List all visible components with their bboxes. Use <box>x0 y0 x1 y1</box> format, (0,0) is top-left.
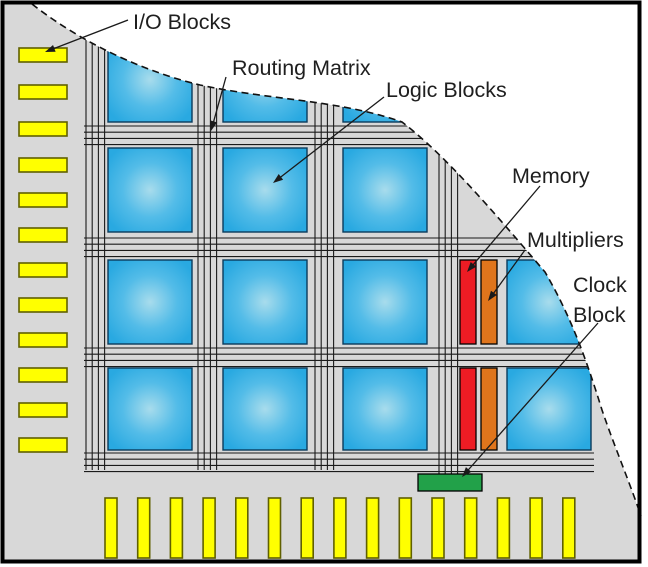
io-block-bottom <box>169 497 184 559</box>
io-block-bottom <box>431 497 445 559</box>
io-block-left <box>18 437 68 453</box>
memory-block <box>459 367 477 451</box>
logic-block <box>107 259 193 345</box>
io-block-left <box>18 121 68 137</box>
label-clock-line1: Clock <box>573 273 627 297</box>
logic-block <box>107 367 193 451</box>
arrow-line <box>212 76 227 124</box>
label-logic: Logic Blocks <box>386 78 507 102</box>
label-routing: Routing Matrix <box>232 56 371 80</box>
arrowhead <box>488 290 497 301</box>
arrow-line <box>471 185 541 267</box>
io-block-left <box>18 157 68 173</box>
logic-block <box>506 367 592 451</box>
label-clock-line2: Block <box>573 303 626 327</box>
arrowhead <box>45 45 56 52</box>
logic-arrow <box>273 96 385 183</box>
io-block-left <box>18 262 68 278</box>
label-memory: Memory <box>512 164 590 188</box>
io-block-bottom <box>267 497 282 559</box>
io-block-bottom <box>104 497 118 559</box>
arrow-line <box>492 249 526 295</box>
memory-block <box>459 259 477 345</box>
routing-arrow <box>210 76 227 131</box>
io-block-bottom <box>235 497 249 559</box>
io-block-bottom <box>398 497 413 559</box>
io-block-bottom <box>202 497 216 559</box>
io-block-bottom <box>300 497 315 559</box>
io-block-left <box>18 47 68 63</box>
clock-block <box>417 473 483 492</box>
io-block-left <box>18 332 68 348</box>
logic-block <box>222 367 308 451</box>
arrowhead <box>273 174 284 183</box>
io-block-left <box>18 402 68 418</box>
memory-arrow <box>467 185 541 272</box>
io-block-bottom <box>496 497 511 559</box>
logic-block <box>222 259 308 345</box>
io-block-bottom <box>136 497 151 559</box>
io-block-bottom <box>561 497 576 559</box>
io-block-bottom <box>529 497 543 559</box>
logic-block <box>222 147 308 233</box>
io-block-bottom <box>463 497 478 559</box>
chip-boundary-curve <box>31 3 642 517</box>
io-block-left <box>18 367 68 383</box>
multipliers-arrow <box>488 249 526 301</box>
label-multipliers: Multipliers <box>527 228 624 252</box>
logic-block <box>342 259 428 345</box>
arrow-line <box>278 96 385 179</box>
arrowhead <box>210 120 218 131</box>
io-block-bottom <box>365 497 380 559</box>
clock-arrow <box>462 322 599 477</box>
arrowhead <box>462 467 472 477</box>
logic-block <box>107 147 193 233</box>
logic-block <box>342 147 428 233</box>
io-block-left <box>18 227 68 243</box>
logic-block <box>342 367 428 451</box>
multiplier-block <box>480 367 498 451</box>
io-block-bottom <box>333 497 347 559</box>
arrowhead <box>467 262 477 272</box>
io-arrow <box>45 19 129 52</box>
label-io: I/O Blocks <box>133 10 231 34</box>
arrow-line <box>466 322 599 472</box>
io-block-left <box>18 192 68 208</box>
arrow-line <box>52 19 129 50</box>
multiplier-block <box>480 259 498 345</box>
io-block-left <box>18 84 68 100</box>
io-block-left <box>18 297 68 313</box>
